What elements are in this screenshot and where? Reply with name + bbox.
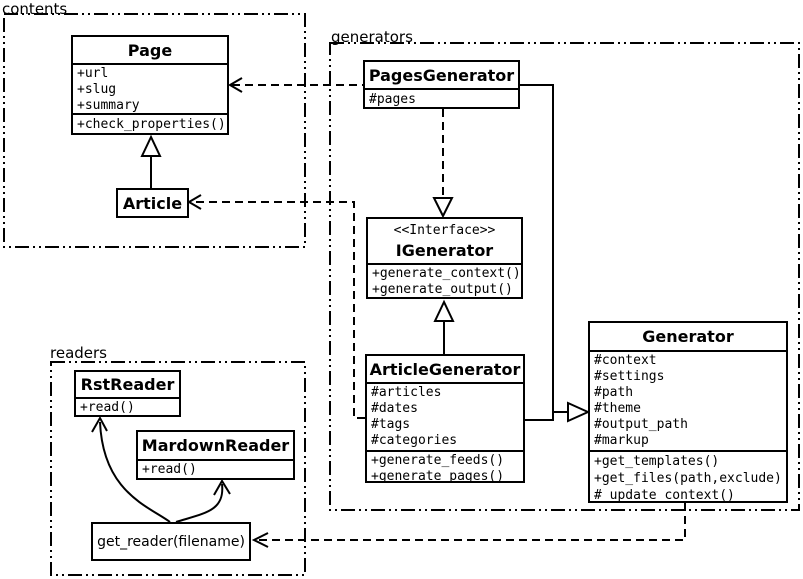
class-name-rstreader: RstReader	[80, 375, 175, 394]
dependency-arrowhead-getreader	[251, 532, 269, 548]
attribute-line: +url	[77, 66, 109, 81]
methods-compartment-mardownreader: +read()	[138, 459, 293, 478]
function-box-getreader: get_reader(filename)	[91, 522, 251, 561]
attribute-line: #output_path	[594, 417, 688, 432]
dependency-line-articlegenerator-to-article	[192, 201, 365, 419]
inheritance-line-articlegenerator-to-generator	[525, 412, 554, 421]
class-name-pagesgenerator: PagesGenerator	[368, 65, 515, 85]
class-name-page: Page	[127, 40, 173, 60]
methods-compartment-articlegenerator: +generate_feeds() +generate_pages()	[367, 450, 523, 481]
dependency-line-generator-to-getreader	[256, 503, 686, 541]
class-box-rstreader: RstReader +read()	[74, 370, 181, 417]
package-border-contents	[3, 13, 306, 248]
method-line: +generate_feeds()	[371, 453, 505, 468]
method-line: +check_properties()	[77, 117, 226, 132]
method-line: +read()	[80, 400, 135, 415]
attribute-line: #categories	[371, 433, 458, 448]
class-box-igenerator: <<Interface>> IGenerator +generate_conte…	[366, 217, 523, 299]
attribute-line: +summary	[77, 98, 140, 113]
method-line: #_update_context()	[594, 488, 735, 501]
method-line: +read()	[142, 462, 197, 477]
class-box-page: Page +url +slug +summary +check_properti…	[71, 35, 229, 135]
realization-triangle-igenerator-top	[432, 197, 454, 219]
class-name-article: Article	[122, 193, 183, 213]
attributes-compartment-pagesgenerator: #pages	[365, 88, 518, 107]
package-label-contents: contents	[2, 0, 68, 18]
package-label-readers: readers	[50, 344, 107, 362]
call-curve-getreader-to-mardownreader	[175, 483, 224, 523]
class-name-generator: Generator	[642, 327, 734, 346]
dependency-arrowhead-page	[228, 77, 243, 93]
package-border-generators	[329, 42, 800, 511]
attribute-line: #context	[594, 353, 657, 368]
methods-compartment-igenerator: +generate_context() +generate_output()	[368, 263, 521, 297]
attribute-line: #pages	[369, 92, 416, 107]
class-box-article: Article	[116, 188, 189, 218]
class-name-mardownreader: MardownReader	[141, 436, 290, 455]
attributes-compartment-articlegenerator: #articles #dates #tags #categories	[367, 382, 523, 450]
class-box-articlegenerator: ArticleGenerator #articles #dates #tags …	[365, 354, 525, 483]
class-name-articlegenerator: ArticleGenerator	[369, 359, 521, 379]
inheritance-line-pagesgenerator-to-generator	[520, 84, 567, 413]
attribute-line: #settings	[594, 369, 665, 384]
function-label-getreader: get_reader(filename)	[97, 533, 245, 550]
attribute-line: #path	[594, 385, 634, 400]
method-line: +get_templates()	[594, 454, 720, 469]
attribute-line: #theme	[594, 401, 641, 416]
inheritance-triangle-page	[140, 134, 162, 157]
class-box-generator: Generator #context #settings #path #them…	[588, 321, 788, 503]
attribute-line: #tags	[371, 417, 411, 432]
inheritance-triangle-generator	[567, 401, 591, 423]
attribute-line: #markup	[594, 433, 649, 448]
header-compartment-igenerator: <<Interface>> IGenerator	[368, 219, 521, 263]
class-box-mardownreader: MardownReader +read()	[136, 430, 295, 480]
method-line: +generate_context()	[372, 266, 521, 281]
dependency-arrowhead-article	[187, 194, 202, 210]
method-line: +get_files(path,exclude)	[594, 471, 782, 486]
method-line: +generate_pages()	[371, 469, 505, 481]
attributes-compartment-generator: #context #settings #path #theme #output_…	[590, 350, 786, 450]
class-name-igenerator: IGenerator	[395, 241, 494, 260]
inheritance-triangle-igenerator-bottom	[433, 299, 455, 322]
attribute-line: #dates	[371, 401, 418, 416]
interface-stereotype: <<Interface>>	[393, 223, 496, 238]
call-arrowhead-rstreader	[91, 415, 108, 433]
attributes-compartment-page: +url +slug +summary	[73, 63, 227, 113]
call-arrowhead-mardownreader	[213, 479, 231, 496]
call-curve-getreader-to-rstreader	[99, 421, 171, 523]
attribute-line: #articles	[371, 385, 442, 400]
class-box-pagesgenerator: PagesGenerator #pages	[363, 60, 520, 109]
methods-compartment-rstreader: +read()	[76, 397, 179, 415]
package-border-readers	[50, 361, 306, 576]
methods-compartment-page: +check_properties()	[73, 113, 227, 133]
methods-compartment-generator: +get_templates() +get_files(path,exclude…	[590, 450, 786, 501]
attribute-line: +slug	[77, 82, 117, 97]
package-label-generators: generators	[331, 28, 413, 46]
method-line: +generate_output()	[372, 282, 513, 297]
